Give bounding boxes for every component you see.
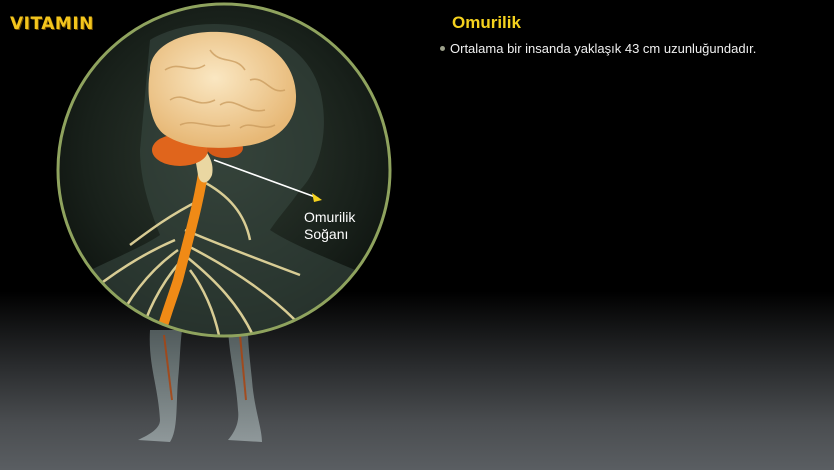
lower-body bbox=[138, 330, 262, 442]
callout-label: Omurilik Soğanı bbox=[304, 209, 355, 243]
bullet-item: Ortalama bir insanda yaklaşık 43 cm uzun… bbox=[440, 41, 770, 56]
bullet-text: Ortalama bir insanda yaklaşık 43 cm uzun… bbox=[450, 41, 770, 56]
slide-title: Omurilik bbox=[452, 13, 521, 33]
bullet-icon bbox=[440, 46, 445, 51]
callout-line-2: Soğanı bbox=[304, 226, 355, 243]
callout-line-1: Omurilik bbox=[304, 209, 355, 226]
